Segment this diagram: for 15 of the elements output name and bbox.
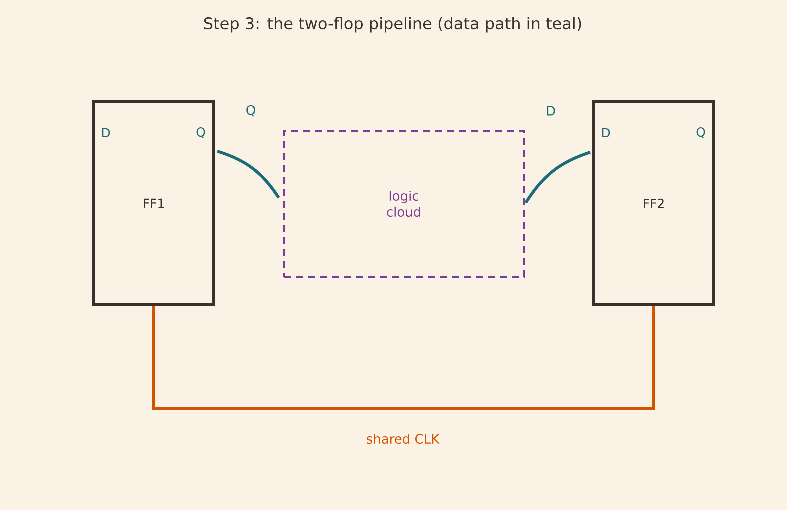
flip-flop-name: FF2 [644, 198, 664, 208]
pin-label: D [602, 128, 610, 138]
pin-label: Q [696, 128, 706, 138]
edge-label: D [545, 105, 557, 117]
pin-label: Q [196, 128, 206, 138]
edge-label: shared CLK [365, 432, 441, 446]
flip-flop-box [592, 100, 716, 306]
pin-label: D [102, 128, 110, 138]
flip-flop-name: FF1 [144, 198, 164, 208]
data-path-curve [524, 151, 591, 204]
clock-line [152, 306, 656, 410]
data-path-curve [217, 150, 280, 199]
flip-flop-box [92, 100, 216, 306]
logic-cloud-box: logic cloud [283, 130, 525, 278]
title: Step 3: the two-flop pipeline (data path in teal) [204, 17, 582, 33]
